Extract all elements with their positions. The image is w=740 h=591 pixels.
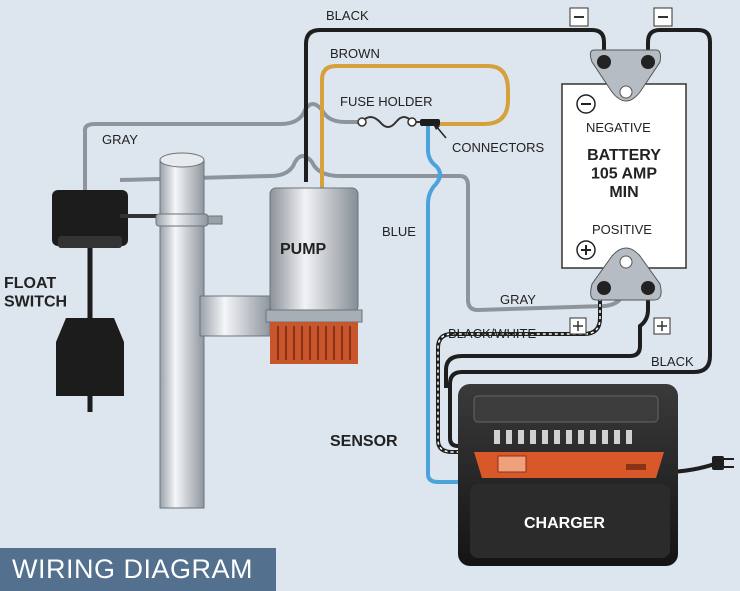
- blue-wire-label: BLUE: [382, 224, 416, 239]
- gray-wire-left-label: GRAY: [102, 132, 138, 147]
- wire-minus-tag-icon: [653, 7, 673, 27]
- battery: [561, 49, 687, 301]
- wire-plus-tag-icon: [653, 317, 671, 335]
- diagram-title: WIRING DIAGRAM: [12, 554, 253, 584]
- wire-minus-tag-icon: [569, 7, 589, 27]
- black-white-wire-stripe: [437, 292, 601, 453]
- battery-positive-label: POSITIVE: [592, 222, 652, 237]
- pump-intake-grill: [277, 326, 351, 360]
- black-wire-top-right: [448, 28, 712, 448]
- gray-wire-bottom: [119, 154, 624, 313]
- black-white-wire-label: BLACK/WHITE: [448, 326, 536, 341]
- battery-negative-label: NEGATIVE: [586, 120, 651, 135]
- blue-wire: [426, 124, 462, 484]
- charger-vent: [494, 430, 632, 444]
- minus-terminal-icon: [576, 94, 596, 114]
- pump-label: PUMP: [280, 241, 327, 258]
- black-right-wire-label: BLACK: [651, 354, 694, 369]
- fuse-holder-label: FUSE HOLDER: [340, 94, 432, 109]
- discharge-pipe: [155, 152, 271, 509]
- black-wire-top: [304, 28, 606, 182]
- fuse-holder: [357, 116, 440, 128]
- pump: [265, 187, 363, 364]
- black-top-wire-label: BLACK: [326, 8, 369, 23]
- float-switch: [52, 190, 160, 412]
- plus-terminal-icon: [576, 240, 596, 260]
- brown-wire: [320, 64, 510, 188]
- black-wire-positive: [444, 292, 650, 388]
- charger-label: CHARGER: [524, 515, 605, 532]
- connectors-label: CONNECTORS: [452, 140, 545, 155]
- brown-wire-label: BROWN: [330, 46, 380, 61]
- title-banner: WIRING DIAGRAM: [0, 548, 276, 591]
- gray-wire-right-label: GRAY: [500, 292, 536, 307]
- wire-plus-tag-icon: [569, 317, 587, 335]
- connector-arrow-head: [432, 122, 440, 130]
- power-plug-icon: [712, 456, 734, 470]
- sensor-label: SENSOR: [330, 433, 398, 450]
- charger: [458, 384, 678, 566]
